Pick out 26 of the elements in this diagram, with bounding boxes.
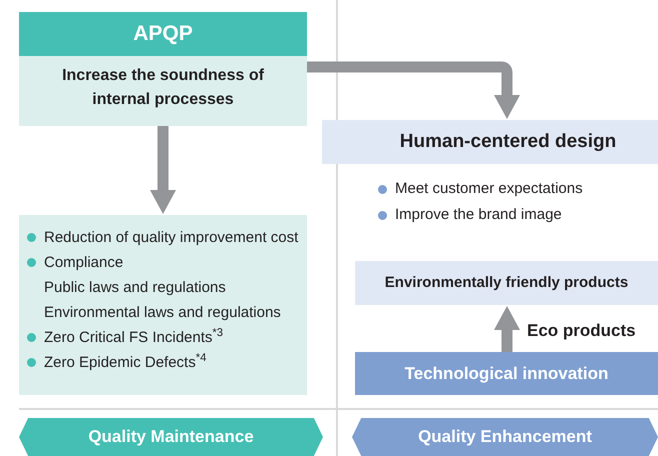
process-box — [19, 12, 307, 126]
banner-text: Quality Maintenance — [88, 426, 254, 448]
edge-label: Eco products — [527, 321, 636, 340]
list-box — [19, 215, 307, 395]
arrow — [307, 62, 520, 119]
box-text: Human-centered design — [398, 130, 616, 154]
banner-text: Quality Enhancement — [418, 426, 592, 448]
list-item: Zero Critical FS Incidents$^{*3}$ — [44, 326, 224, 348]
list-item: Zero Epidemic Defects$^{*4}$ — [44, 351, 206, 373]
box-heading: APQP — [133, 21, 193, 48]
arrow — [494, 306, 520, 352]
box-text: Increase the soundness of internal processes — [61, 66, 265, 110]
category-banner — [19, 418, 323, 456]
list-item: Meet customer expectations — [395, 179, 583, 199]
list-item: Environmental laws and regulations — [44, 303, 281, 323]
list-item: Reduction of quality improvement cost — [44, 228, 298, 248]
box-text: Technological innovation — [404, 362, 608, 385]
arrow — [150, 126, 176, 214]
process-box — [322, 120, 658, 164]
list-item: Improve the brand image — [395, 205, 562, 225]
list-item: Compliance — [44, 253, 124, 273]
process-box — [355, 261, 658, 305]
list-item: Public laws and regulations — [44, 278, 226, 298]
category-banner — [352, 418, 658, 456]
process-box — [355, 352, 658, 395]
box-text: Environmentally friendly products — [384, 272, 628, 293]
